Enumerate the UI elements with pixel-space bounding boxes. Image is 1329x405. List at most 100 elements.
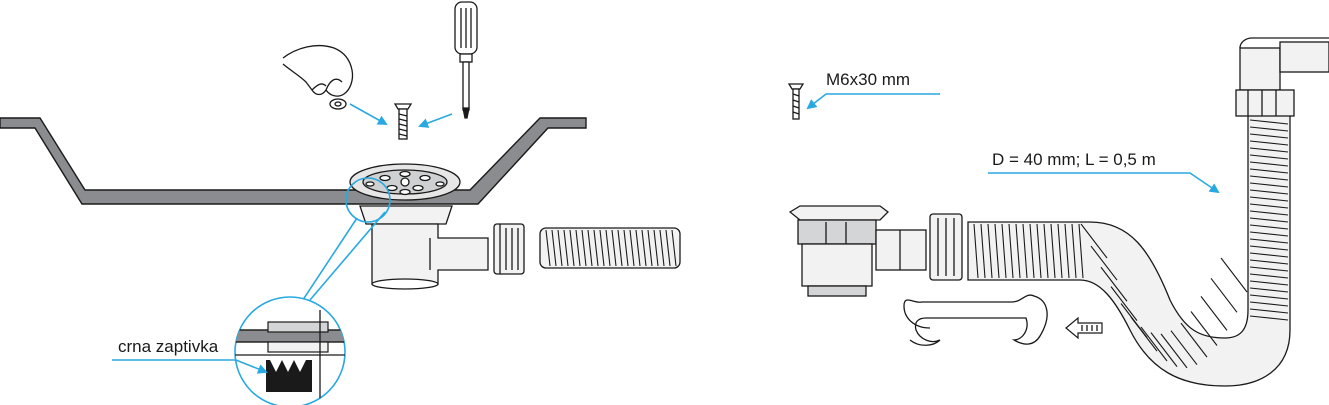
hose-rib: [1071, 223, 1077, 279]
hose-rib: [599, 229, 605, 267]
direction-arrow-icon: [1065, 316, 1103, 340]
hose-rib: [1200, 296, 1228, 331]
hose-rib: [1249, 315, 1289, 321]
hose-rib: [1249, 203, 1289, 209]
sink-basin: [0, 117, 587, 205]
hose-rib: [617, 229, 623, 267]
hose-rib: [1249, 280, 1289, 286]
gasket-leader: [112, 359, 268, 374]
hose-rib: [1249, 301, 1289, 307]
hose-rib: [1090, 245, 1118, 281]
hose-rib: [1249, 259, 1289, 265]
hose-rib: [1064, 223, 1070, 279]
hose-rib: [1249, 133, 1289, 139]
sink-strainer: [349, 163, 461, 201]
hose-nut: [929, 213, 963, 281]
hose-rib: [1220, 257, 1248, 293]
hose-rib: [545, 229, 551, 267]
hose-rib: [563, 229, 569, 267]
hose-rib: [1249, 210, 1289, 216]
screwdriver-icon: [454, 1, 478, 119]
hose-rib: [1015, 223, 1021, 279]
hose-rib: [1190, 311, 1218, 346]
hose-rib: [551, 229, 557, 267]
hose-rib: [605, 229, 611, 267]
hose-nut: [493, 223, 525, 275]
hose-rib: [980, 223, 986, 279]
hose-rib: [1140, 326, 1168, 362]
hose-rib: [1249, 245, 1289, 251]
sink-installation-figure: crna zaptivka: [0, 1, 681, 405]
hose-rib: [1100, 266, 1128, 302]
hose-rib: [581, 229, 587, 267]
hose-rib: [1249, 182, 1289, 188]
hose-rib: [1249, 168, 1289, 174]
screw-label: M6x30 mm: [826, 70, 910, 89]
hose-rib: [994, 223, 1000, 279]
hose-rib: [1249, 308, 1289, 314]
hose-rib: [1249, 224, 1289, 230]
clip-icon: [903, 294, 1048, 346]
hose-rib: [635, 229, 641, 267]
hose-rib: [1036, 223, 1042, 279]
hose-rib: [575, 229, 581, 267]
hose-rib: [1249, 273, 1289, 279]
hose-rib: [557, 229, 563, 267]
hose-rib: [1249, 161, 1289, 167]
hose-rib: [653, 229, 659, 267]
hose-rib: [1249, 147, 1289, 153]
zoom-leader-2: [309, 211, 386, 301]
hose-rib: [1249, 119, 1289, 125]
hose-rib: [1249, 238, 1289, 244]
screw-leader: [806, 93, 940, 110]
siphon-assembly-figure: M6x30 mm D = 40 mm; L = 0,5 m: [787, 37, 1329, 387]
hose-rib: [569, 229, 575, 267]
hose-rib: [671, 229, 677, 267]
hose-rib: [1050, 223, 1056, 279]
hose-rib: [1249, 154, 1289, 160]
zoom-marker: [345, 177, 391, 223]
arrow-hand-to-screw: [349, 103, 388, 125]
hose-rib: [973, 223, 979, 279]
screw-icon: [393, 103, 413, 140]
hose-rib: [1249, 217, 1289, 223]
hose-label: D = 40 mm; L = 0,5 m: [992, 150, 1156, 169]
hose-rib: [647, 229, 653, 267]
gasket-label: crna zaptivka: [118, 337, 219, 356]
drain-valve: [788, 205, 927, 297]
hose-rib: [1249, 252, 1289, 258]
siphon-elbow: [1235, 37, 1329, 117]
hand-icon: [282, 44, 354, 110]
hose-rib: [1160, 333, 1188, 369]
hose-rib: [1110, 286, 1138, 321]
hose-rib: [659, 229, 665, 267]
hose-rib: [611, 229, 617, 267]
hose-rib: [1001, 223, 1007, 279]
hose-rib: [1210, 277, 1238, 313]
hose-rib: [629, 229, 635, 267]
hose-rib: [987, 223, 993, 279]
hose-rib: [1057, 223, 1063, 279]
corrugated-hose-short: [539, 227, 681, 269]
hose-rib: [1022, 223, 1028, 279]
hose-rib: [1249, 231, 1289, 237]
hose-rib: [1029, 223, 1035, 279]
arrow-screwdriver-to-screw: [418, 113, 453, 128]
hose-rib: [1008, 223, 1014, 279]
hose-rib: [623, 229, 629, 267]
hose-rib: [1080, 223, 1108, 259]
hose-rib: [1180, 322, 1208, 358]
hose-rib: [1078, 223, 1084, 279]
hose-rib: [1249, 196, 1289, 202]
hose-rib: [593, 229, 599, 267]
hose-rib: [1249, 175, 1289, 181]
hose-rib: [1043, 223, 1049, 279]
hose-rib: [1249, 266, 1289, 272]
hose-rib: [1249, 287, 1289, 293]
hose-rib: [1150, 332, 1178, 367]
hose-leader: [988, 172, 1220, 194]
drain-body: [359, 205, 489, 290]
hose-rib: [1249, 140, 1289, 146]
hose-rib: [1249, 294, 1289, 300]
